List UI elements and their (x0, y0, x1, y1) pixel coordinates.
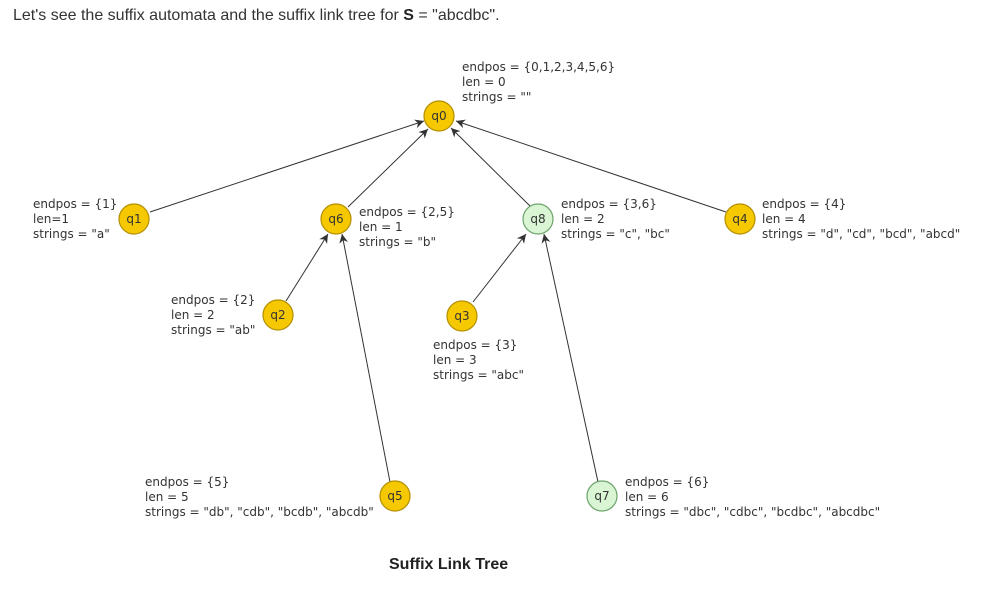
info-q1: endpos = {1} len=1 strings = "a" (33, 197, 117, 242)
node-q3: q3 (446, 300, 478, 332)
intro-prefix: Let's see the suffix automata and the su… (13, 7, 404, 24)
node-q5-label: q5 (387, 489, 402, 503)
node-q4: q4 (724, 203, 756, 235)
node-q6: q6 (320, 203, 352, 235)
info-q3-endpos: endpos = {3} (433, 338, 518, 352)
info-q1-endpos: endpos = {1} (33, 197, 118, 211)
info-q5: endpos = {5} len = 5 strings = "db", "cd… (145, 475, 374, 520)
info-q2-endpos: endpos = {2} (171, 293, 256, 307)
info-q6-endpos: endpos = {2,5} (359, 205, 455, 219)
info-q7-len: len = 6 (625, 490, 669, 504)
info-q4: endpos = {4} len = 4 strings = "d", "cd"… (762, 197, 960, 242)
edge-q5-q6 (339, 233, 391, 483)
info-q2: endpos = {2} len = 2 strings = "ab" (171, 293, 255, 338)
node-q0-label: q0 (431, 109, 446, 123)
edge-q4-q0 (455, 119, 727, 213)
info-q4-strings: strings = "d", "cd", "bcd", "abcd" (762, 227, 961, 241)
info-q2-strings: strings = "ab" (171, 323, 256, 337)
intro-suffix: = "abcdbc". (413, 7, 500, 24)
info-q2-len: len = 2 (171, 308, 215, 322)
edge-q6-q0 (347, 128, 429, 208)
edge-q7-q8 (541, 233, 599, 483)
info-q8: endpos = {3,6} len = 2 strings = "c", "b… (561, 197, 670, 242)
info-q6-strings: strings = "b" (359, 235, 437, 249)
info-q7-endpos: endpos = {6} (625, 475, 710, 489)
node-q0: q0 (423, 100, 455, 132)
edge-q3-q8 (472, 233, 527, 303)
edge-q8-q0 (450, 127, 531, 207)
info-q1-len: len=1 (33, 212, 70, 226)
intro-text: Let's see the suffix automata and the su… (13, 6, 500, 26)
info-q8-len: len = 2 (561, 212, 605, 226)
node-q8-label: q8 (530, 212, 545, 226)
node-q8: q8 (522, 203, 554, 235)
node-q1: q1 (118, 203, 150, 235)
diagram-caption: Suffix Link Tree (389, 556, 509, 573)
info-q8-strings: strings = "c", "bc" (561, 227, 670, 241)
node-q2-label: q2 (270, 308, 285, 322)
info-q4-endpos: endpos = {4} (762, 197, 847, 211)
info-q0-len: len = 0 (462, 75, 506, 89)
info-q8-endpos: endpos = {3,6} (561, 197, 657, 211)
node-q1-label: q1 (126, 212, 141, 226)
info-q1-strings: strings = "a" (33, 227, 110, 241)
node-q6-label: q6 (328, 212, 343, 226)
info-q6: endpos = {2,5} len = 1 strings = "b" (359, 205, 455, 250)
info-q7-strings: strings = "dbc", "cdbc", "bcdbc", "abcdb… (625, 505, 881, 519)
info-q0: endpos = {0,1,2,3,4,5,6} len = 0 strings… (462, 60, 615, 105)
node-q3-label: q3 (454, 309, 469, 323)
edge-q1-q0 (149, 119, 425, 213)
info-q5-strings: strings = "db", "cdb", "bcdb", "abcdb" (145, 505, 374, 519)
node-q4-label: q4 (732, 212, 747, 226)
info-q0-strings: strings = "" (462, 90, 532, 104)
info-q7: endpos = {6} len = 6 strings = "dbc", "c… (625, 475, 880, 520)
info-q4-len: len = 4 (762, 212, 806, 226)
info-q5-endpos: endpos = {5} (145, 475, 230, 489)
node-q7: q7 (586, 480, 618, 512)
info-q3: endpos = {3} len = 3 strings = "abc" (433, 338, 524, 383)
info-q5-len: len = 5 (145, 490, 189, 504)
info-q0-endpos: endpos = {0,1,2,3,4,5,6} (462, 60, 616, 74)
edge-q2-q6 (285, 233, 329, 302)
node-q2: q2 (262, 299, 294, 331)
info-q3-len: len = 3 (433, 353, 477, 367)
node-q5: q5 (379, 480, 411, 512)
intro-variable: S (403, 7, 414, 24)
node-q7-label: q7 (594, 489, 609, 503)
info-q6-len: len = 1 (359, 220, 403, 234)
info-q3-strings: strings = "abc" (433, 368, 524, 382)
